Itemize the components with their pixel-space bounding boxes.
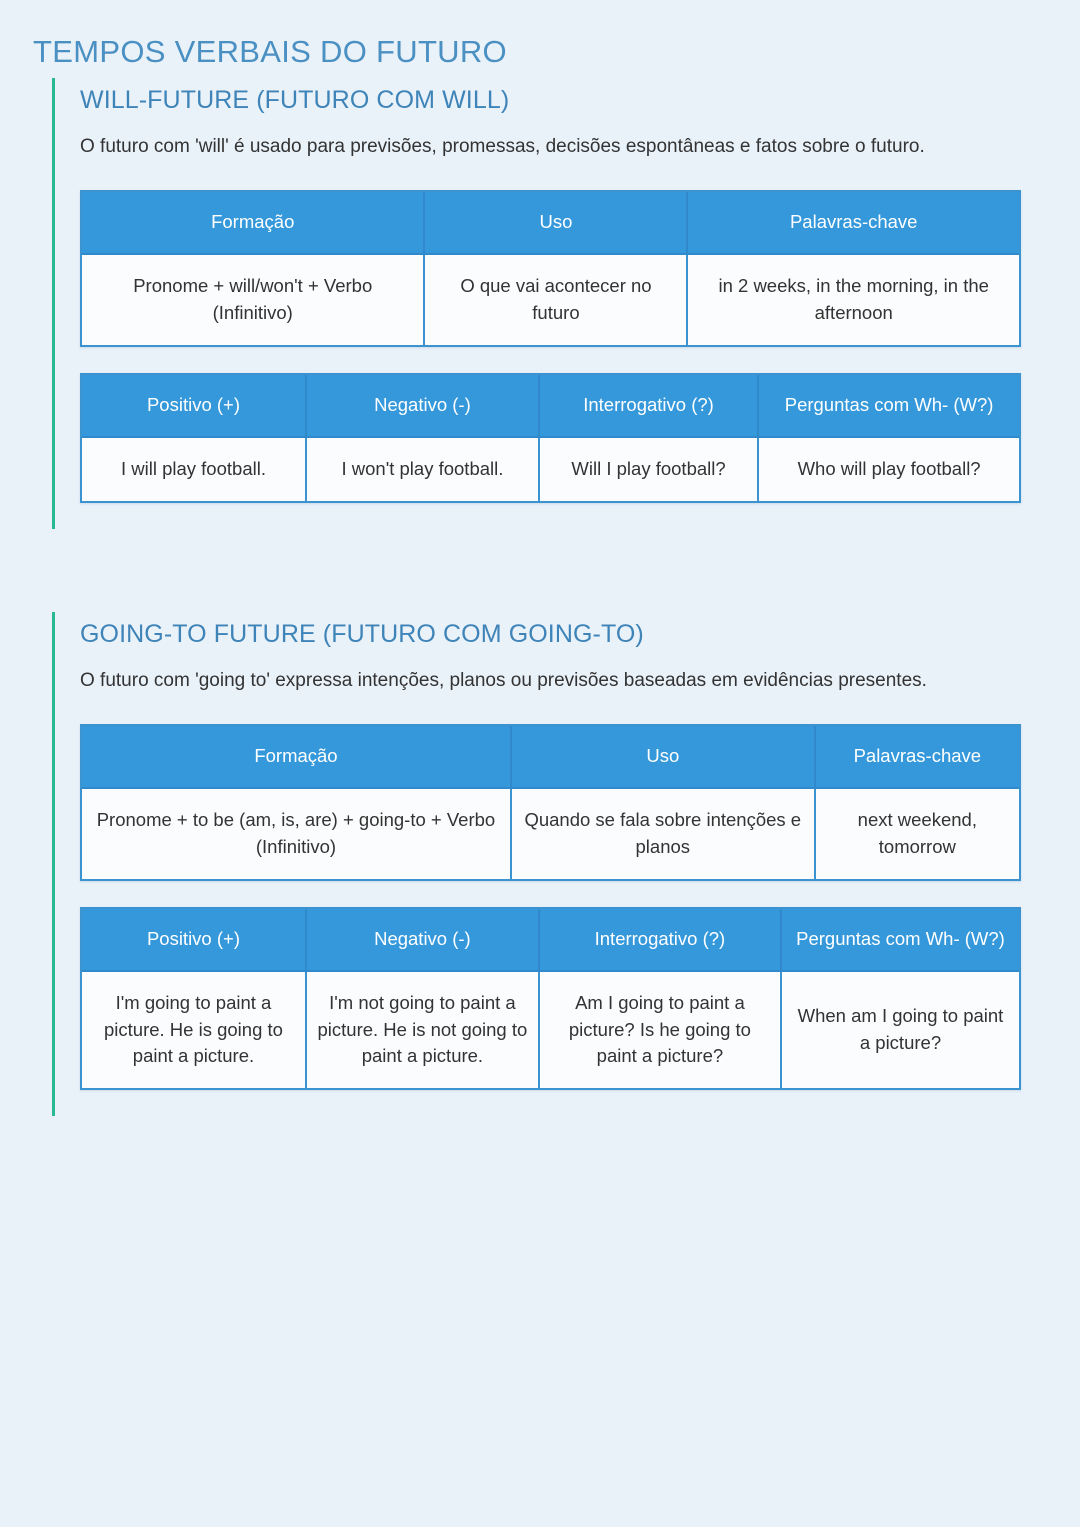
cell-perguntas-wh: Who will play football? [759, 437, 1019, 501]
table-header-row: Formação Uso Palavras-chave [82, 726, 1019, 790]
table-row: I will play football. I won't play footb… [82, 437, 1019, 501]
cell-uso: O que vai acontecer no futuro [425, 255, 689, 345]
column-header-uso: Uso [511, 726, 816, 790]
cell-interrogativo: Am I going to paint a picture? Is he goi… [539, 971, 782, 1089]
column-header-perguntas-wh: Perguntas com Wh- (W?) [759, 374, 1019, 438]
table-will-forms: Positivo (+) Negativo (-) Interrogativo … [80, 372, 1021, 503]
cell-positivo: I'm going to paint a picture. He is goin… [82, 971, 307, 1089]
column-header-perguntas-wh: Perguntas com Wh- (W?) [781, 908, 1019, 972]
column-header-uso: Uso [425, 192, 689, 256]
column-header-negativo: Negativo (-) [306, 374, 540, 438]
section-heading-going-to-future: GOING-TO FUTURE (FUTURO COM GOING-TO) [80, 620, 644, 648]
column-header-positivo: Positivo (+) [82, 374, 307, 438]
table-will-formation: Formação Uso Palavras-chave Pronome + wi… [80, 190, 1021, 347]
section-going-to-future: GOING-TO FUTURE (FUTURO COM GOING-TO) O … [52, 612, 1021, 1117]
column-header-negativo: Negativo (-) [306, 908, 540, 972]
table-row: Pronome + will/won't + Verbo (Infinitivo… [82, 255, 1019, 345]
column-header-palavras-chave: Palavras-chave [815, 726, 1019, 790]
table-going-to-formation: Formação Uso Palavras-chave Pronome + to… [80, 724, 1021, 881]
table-row: Pronome + to be (am, is, are) + going-to… [82, 789, 1019, 879]
column-header-palavras-chave: Palavras-chave [688, 192, 1019, 256]
cell-negativo: I won't play football. [306, 437, 540, 501]
column-header-formacao: Formação [82, 726, 512, 790]
page-title: TEMPOS VERBAIS DO FUTURO [33, 33, 507, 69]
cell-negativo: I'm not going to paint a picture. He is … [306, 971, 540, 1089]
column-header-formacao: Formação [82, 192, 426, 256]
cell-positivo: I will play football. [82, 437, 307, 501]
column-header-interrogativo: Interrogativo (?) [539, 908, 782, 972]
section-heading-will-future: WILL-FUTURE (FUTURO COM WILL) [80, 86, 510, 114]
cell-perguntas-wh: When am I going to paint a picture? [781, 971, 1019, 1089]
section-description-going-to-future: O futuro com 'going to' expressa intençõ… [80, 670, 927, 691]
column-header-interrogativo: Interrogativo (?) [539, 374, 760, 438]
cell-formacao: Pronome + to be (am, is, are) + going-to… [82, 789, 512, 879]
section-will-future: WILL-FUTURE (FUTURO COM WILL) O futuro c… [52, 78, 1021, 529]
table-header-row: Positivo (+) Negativo (-) Interrogativo … [82, 374, 1019, 438]
table-header-row: Positivo (+) Negativo (-) Interrogativo … [82, 908, 1019, 972]
cell-palavras-chave: next weekend, tomorrow [815, 789, 1019, 879]
table-row: I'm going to paint a picture. He is goin… [82, 971, 1019, 1089]
section-description-will-future: O futuro com 'will' é usado para previsõ… [80, 136, 925, 157]
column-header-positivo: Positivo (+) [82, 908, 307, 972]
table-header-row: Formação Uso Palavras-chave [82, 192, 1019, 256]
cell-palavras-chave: in 2 weeks, in the morning, in the after… [688, 255, 1019, 345]
cell-interrogativo: Will I play football? [539, 437, 760, 501]
cell-uso: Quando se fala sobre intenções e planos [511, 789, 816, 879]
table-going-to-forms: Positivo (+) Negativo (-) Interrogativo … [80, 906, 1021, 1091]
cell-formacao: Pronome + will/won't + Verbo (Infinitivo… [82, 255, 426, 345]
